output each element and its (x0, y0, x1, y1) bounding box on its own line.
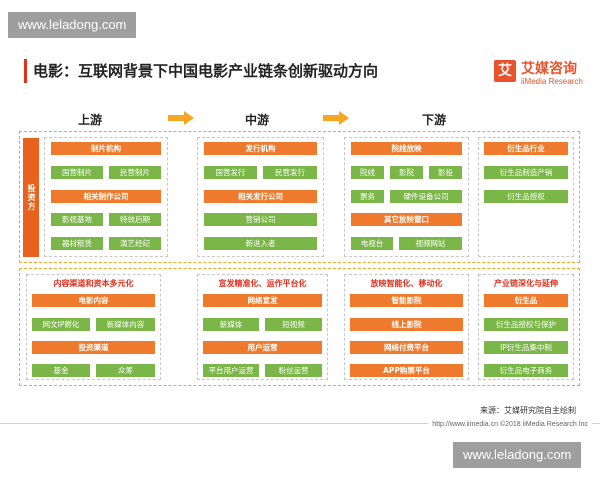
content-capital-column: 内容渠道和资本多元化 电影内容 网文IP孵化 新媒体内容 投资渠道 基金 众筹 (26, 274, 161, 380)
upstream-column: 制片机构 国营制片 民营制片 相关制作公司 影视基地 特效后期 器材租赁 演艺经… (44, 137, 168, 257)
title-accent-bar (24, 59, 27, 83)
fund-box: 基金 (32, 364, 90, 377)
fan-operation-box: 粉丝运营 (265, 364, 322, 377)
stage-midstream: 中游 (244, 113, 269, 127)
footer-credit: http://www.iimedia.cn ©2018 iiMedia Rese… (428, 421, 592, 428)
logo-name: 艾媒咨询 (521, 61, 577, 77)
cinema-screening-box: 院线放映 (351, 142, 462, 155)
innovation-directions-frame (19, 268, 580, 386)
video-site-box: 视频网站 (399, 237, 462, 250)
logo-english: iiMedia Research (521, 77, 583, 86)
screening-smart-caption: 放映智能化、移动化 (370, 279, 443, 288)
investor-label: 投资方 (23, 138, 39, 257)
derivative-box: 衍生品 (484, 294, 568, 307)
marketing-platform-column: 宣发精准化、运作平台化 网络宣发 新媒体 短视频 用户运营 平台用户运营 粉丝运… (197, 274, 328, 380)
production-agency-box: 制片机构 (51, 142, 161, 155)
derivative-ecommerce-box: 衍生品电子商务 (484, 364, 568, 377)
state-distribution-box: 国营发行 (204, 166, 257, 179)
other-windows-box: 其它放映窗口 (351, 213, 462, 226)
footer-divider (0, 423, 600, 424)
iimedia-logo-icon: 艾 (494, 60, 516, 82)
private-production-box: 民营制片 (109, 166, 161, 179)
stage-upstream: 上游 (77, 113, 102, 127)
derivative-licensing-box: 衍生品授权 (484, 190, 568, 203)
online-cinema-box: 线上影院 (350, 318, 463, 331)
distribution-agency-box: 发行机构 (204, 142, 317, 155)
chain-extension-column: 产业链深化与延伸 衍生品 衍生品授权与保护 IP衍生品集中制 衍生品电子商务 (478, 274, 574, 380)
source-note: 来源：艾媒研究院自主绘制 (480, 406, 576, 415)
ticket-app-box: APP购票平台 (350, 364, 463, 377)
derivative-industry-box: 衍生品行业 (484, 142, 568, 155)
derivative-protection-box: 衍生品授权与保护 (484, 318, 568, 331)
state-production-box: 国营制片 (51, 166, 103, 179)
derivative-column: 衍生品行业 衍生品制造产销 衍生品授权 (478, 137, 574, 257)
cinema-investment-box: 影投 (429, 166, 462, 179)
stage-downstream: 下游 (421, 113, 446, 127)
tv-station-box: 电视台 (351, 237, 393, 250)
industry-chain-frame (19, 131, 580, 263)
cinema-box: 影院 (390, 166, 423, 179)
derivative-manufacturing-box: 衍生品制造产销 (484, 166, 568, 179)
content-capital-caption: 内容渠道和资本多元化 (53, 279, 134, 288)
web-novel-ip-box: 网文IP孵化 (32, 318, 90, 331)
film-content-box: 电影内容 (32, 294, 155, 307)
midstream-column: 发行机构 国营发行 民营发行 相关发行公司 营销公司 新进入者 (197, 137, 324, 257)
marketing-platform-caption: 宣发精准化、运作平台化 (218, 279, 307, 288)
vfx-post-box: 特效后期 (109, 213, 161, 226)
chain-extension-caption: 产业链深化与延伸 (494, 279, 558, 288)
smart-cinema-box: 智能影院 (350, 294, 463, 307)
new-media-box: 新媒体 (203, 318, 259, 331)
downstream-column: 院线放映 院线 影院 影投 票务 硬件设备公司 其它放映窗口 电视台 视频网站 (344, 137, 469, 257)
crowdfunding-box: 众筹 (96, 364, 155, 377)
user-operation-box: 用户运营 (203, 341, 322, 354)
marketing-company-box: 营销公司 (204, 213, 317, 226)
short-video-box: 短视频 (265, 318, 322, 331)
online-marketing-box: 网络宣发 (203, 294, 322, 307)
film-base-box: 影视基地 (51, 213, 103, 226)
ticketing-box: 票务 (351, 190, 384, 203)
screening-smart-column: 放映智能化、移动化 智能影院 线上影院 网络付费平台 APP购票平台 (344, 274, 469, 380)
watermark-top: www.leladong.com (8, 12, 137, 38)
new-media-content-box: 新媒体内容 (96, 318, 155, 331)
equipment-rental-box: 器材租赁 (51, 237, 103, 250)
private-distribution-box: 民营发行 (263, 166, 317, 179)
related-production-box: 相关制作公司 (51, 190, 161, 203)
ip-derivative-box: IP衍生品集中制 (484, 341, 568, 354)
hardware-company-box: 硬件设备公司 (390, 190, 462, 203)
paid-platform-box: 网络付费平台 (350, 341, 463, 354)
talent-agency-box: 演艺经纪 (109, 237, 161, 250)
related-distribution-box: 相关发行公司 (204, 190, 317, 203)
new-entrant-box: 新进入者 (204, 237, 317, 250)
investment-channel-box: 投资渠道 (32, 341, 155, 354)
cinema-chain-box: 院线 (351, 166, 384, 179)
watermark-bottom: www.leladong.com (453, 442, 582, 468)
page-title: 电影：互联网背景下中国电影产业链条创新驱动方向 (33, 62, 379, 80)
platform-user-box: 平台用户运营 (203, 364, 259, 377)
